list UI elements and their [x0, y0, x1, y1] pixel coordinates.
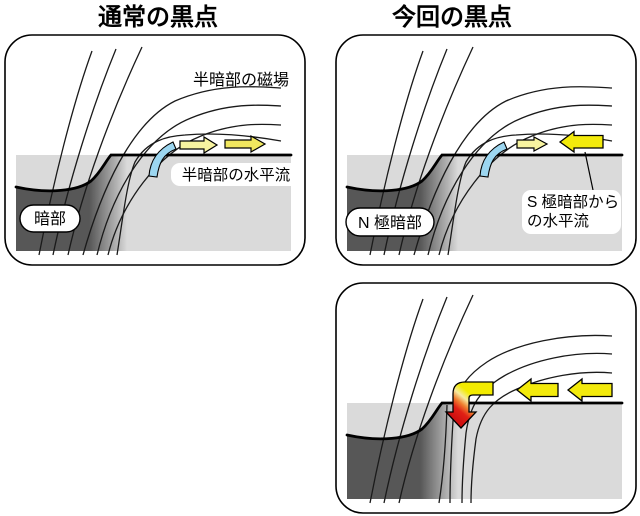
current-sunspot-bottom-panel	[335, 282, 637, 514]
n-pole-umbra-label-pill: N 極暗部	[345, 207, 435, 237]
penumbra-flow-label-pill: 半暗部の水平流	[171, 163, 301, 186]
penumbra-flow-arrow-right	[516, 135, 549, 153]
penumbra-field-label: 半暗部の磁場	[193, 71, 289, 89]
label-leader-line	[584, 151, 594, 191]
current-sunspot-title: 今回の黒点	[392, 3, 512, 31]
s-pole-flow-label-pill: S 極暗部から の水平流	[522, 190, 621, 234]
umbra-label: 暗部	[34, 210, 66, 228]
penumbra-flow-label: 半暗部の水平流	[182, 166, 291, 184]
horizontal-flow-arrow-right-2	[224, 134, 267, 154]
s-pole-flow-label-line1: S 極暗部から	[527, 193, 619, 211]
normal-sunspot-title: 通常の黒点	[98, 4, 218, 31]
umbra-label-pill: 暗部	[19, 204, 81, 233]
s-pole-flow-arrow-left	[558, 130, 604, 154]
current-sunspot-top-panel: S 極暗部から の水平流 N 極暗部	[335, 34, 637, 266]
n-pole-umbra-label: N 極暗部	[358, 214, 422, 232]
horizontal-flow-arrow-right-1	[179, 135, 219, 155]
downflow-bent-arrow	[444, 381, 494, 429]
inflow-arrow-left-inner	[515, 377, 559, 403]
normal-sunspot-panel: 半暗部の磁場 半暗部の水平流 暗部	[4, 34, 306, 266]
s-pole-flow-label-line2: の水平流	[527, 212, 589, 230]
inflow-arrow-left-outer	[566, 377, 613, 403]
